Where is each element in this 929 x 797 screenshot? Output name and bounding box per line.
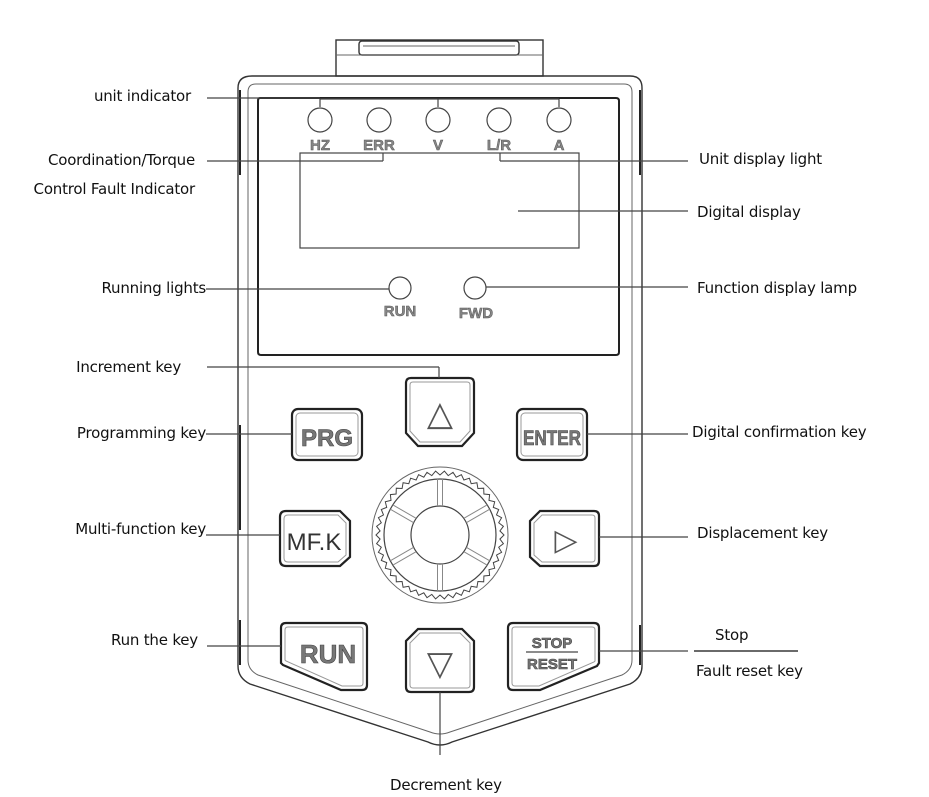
unit-indicator-bracket bbox=[319, 98, 560, 107]
display-window bbox=[257, 97, 620, 356]
callout-displacement-key: Displacement key bbox=[697, 524, 828, 542]
stop-reset-key[interactable]: STOP RESET bbox=[506, 621, 601, 692]
connector-tab bbox=[335, 39, 544, 77]
up-arrow-icon: △ bbox=[427, 394, 454, 434]
led-label-a: A bbox=[554, 137, 565, 154]
down-arrow-icon: ▽ bbox=[427, 644, 454, 684]
svg-text:RUN: RUN bbox=[300, 639, 356, 669]
callout-coordination-line2: Control Fault Indicator bbox=[33, 180, 196, 198]
dial-spoke bbox=[466, 546, 490, 562]
led-l-r bbox=[486, 107, 512, 133]
callout-coordination-line1: Coordination/Torque bbox=[47, 151, 195, 169]
dial-spoke bbox=[463, 504, 488, 519]
led-a bbox=[546, 107, 572, 133]
callout-function-display-lamp: Function display lamp bbox=[697, 279, 857, 297]
fwd-led-label: FWD bbox=[459, 305, 493, 322]
led-hz bbox=[307, 107, 333, 133]
decrement-key[interactable]: ▽ bbox=[404, 627, 476, 694]
svg-text:PRG: PRG bbox=[301, 425, 353, 452]
dial-spoke bbox=[392, 504, 417, 519]
dial-spoke bbox=[463, 551, 488, 566]
svg-text:MF.K: MF.K bbox=[287, 529, 342, 556]
fwd-led bbox=[463, 276, 487, 300]
svg-text:RESET: RESET bbox=[527, 656, 577, 673]
digital-display bbox=[299, 152, 580, 249]
dial-spoke bbox=[392, 551, 417, 566]
dial-knurl bbox=[375, 470, 505, 600]
prg-key[interactable]: PRG bbox=[290, 407, 364, 462]
callout-running-lights: Running lights bbox=[101, 279, 207, 297]
housing bbox=[237, 75, 643, 746]
led-label-v: V bbox=[433, 137, 443, 154]
callout-unit-display-light: Unit display light bbox=[699, 150, 822, 168]
callout-fault-reset-key: Fault reset key bbox=[696, 662, 803, 680]
callout-digital-display: Digital display bbox=[697, 203, 801, 221]
mfk-key[interactable]: MF.K bbox=[278, 509, 352, 568]
enter-key[interactable]: ENTER bbox=[515, 407, 589, 462]
leader-lines bbox=[206, 97, 798, 755]
callout-run-the-key: Run the key bbox=[111, 631, 198, 649]
right-arrow-icon: ▷ bbox=[554, 523, 577, 558]
run-led bbox=[388, 276, 412, 300]
status-leds: RUN FWD bbox=[384, 276, 493, 322]
led-label-l-r: L/R bbox=[487, 137, 511, 154]
displacement-key[interactable]: ▷ bbox=[528, 509, 601, 568]
led-err bbox=[366, 107, 392, 133]
svg-text:ENTER: ENTER bbox=[523, 427, 581, 450]
callout-programming-key: Programming key bbox=[76, 424, 206, 442]
callout-decrement-key: Decrement key bbox=[390, 776, 502, 794]
callout-digital-confirmation-key: Digital confirmation key bbox=[692, 423, 867, 441]
callout-stop: Stop bbox=[715, 626, 749, 644]
run-led-label: RUN bbox=[384, 303, 417, 320]
potentiometer-dial[interactable] bbox=[371, 466, 509, 604]
svg-text:STOP: STOP bbox=[532, 635, 573, 652]
led-label-hz: HZ bbox=[310, 137, 330, 154]
callout-unit-indicator: unit indicator bbox=[93, 87, 191, 105]
callout-multi-function-key: Multi-function key bbox=[75, 520, 206, 538]
led-label-err: ERR bbox=[363, 137, 395, 154]
increment-key[interactable]: △ bbox=[404, 376, 476, 448]
run-key[interactable]: RUN bbox=[279, 621, 369, 692]
led-v bbox=[425, 107, 451, 133]
callout-increment-key: Increment key bbox=[76, 358, 181, 376]
indicator-leds: HZ ERR V L/R A bbox=[307, 107, 572, 154]
dial-spoke bbox=[390, 546, 414, 562]
dial-spoke bbox=[466, 508, 490, 524]
dial-spoke bbox=[390, 508, 414, 524]
